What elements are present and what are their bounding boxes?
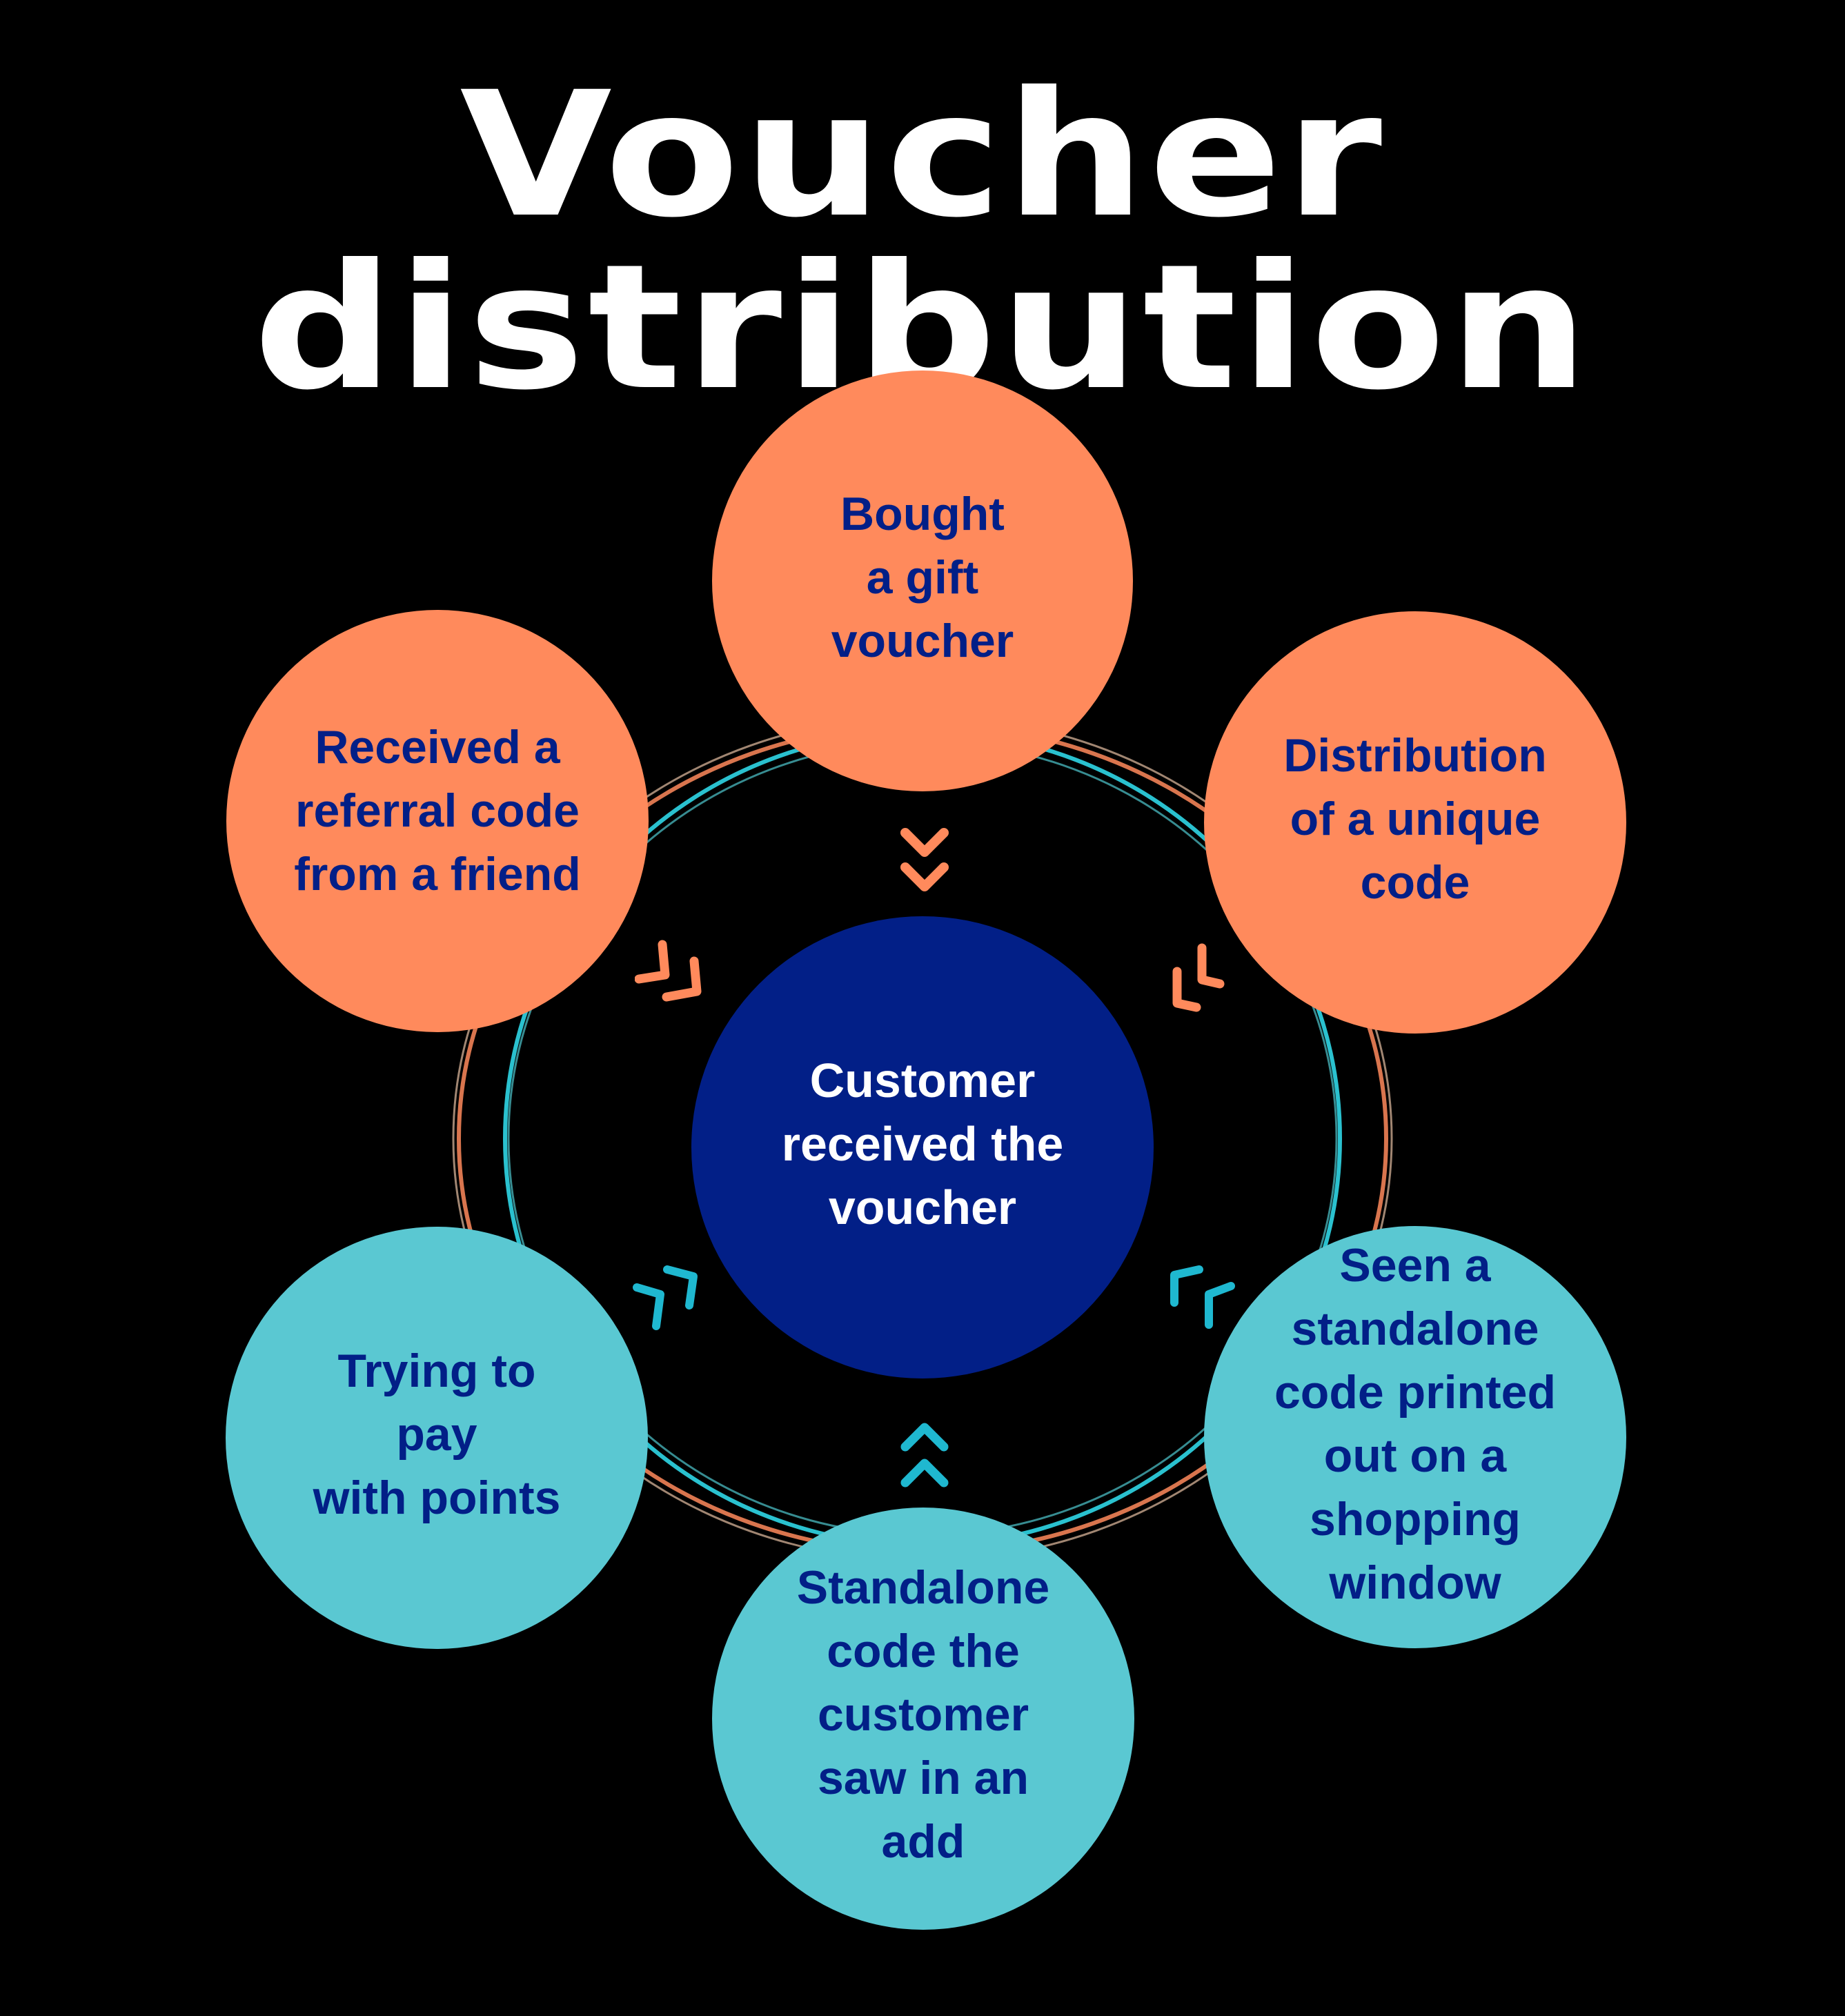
arrow-down-icon <box>900 828 949 891</box>
node-pay-with-points: Trying to pay with points <box>226 1227 648 1649</box>
node-label: Standalone code the customer saw in an a… <box>796 1561 1050 1868</box>
node-label: Trying to pay with points <box>313 1345 561 1524</box>
center-node-customer-received-voucher: Customer received the voucher <box>691 916 1154 1378</box>
node-referral-code-friend: Received a referral code from a friend <box>226 610 649 1032</box>
center-label: Customer received the voucher <box>781 1054 1064 1234</box>
arrow-up-icon <box>900 1423 949 1488</box>
node-seen-standalone-code-window: Seen a standalone code printed out on a … <box>1204 1226 1626 1648</box>
node-distribution-unique-code: Distribution of a unique code <box>1204 611 1626 1034</box>
arrow-up-left-icon <box>1170 1265 1235 1329</box>
node-label: Seen a standalone code printed out on a … <box>1274 1239 1557 1609</box>
node-standalone-code-ad: Standalone code the customer saw in an a… <box>712 1508 1134 1930</box>
page-title: Voucher distribution <box>253 55 1592 428</box>
node-label: Received a referral code from a friend <box>294 721 581 900</box>
arrow-down-right-icon <box>635 940 702 1002</box>
node-label: Distribution of a unique code <box>1283 729 1547 909</box>
arrow-up-right-icon <box>633 1265 698 1330</box>
arrow-down-left-icon <box>1172 943 1225 1012</box>
node-label: Bought a gift voucher <box>831 488 1014 667</box>
node-bought-gift-voucher: Bought a gift voucher <box>712 370 1133 791</box>
